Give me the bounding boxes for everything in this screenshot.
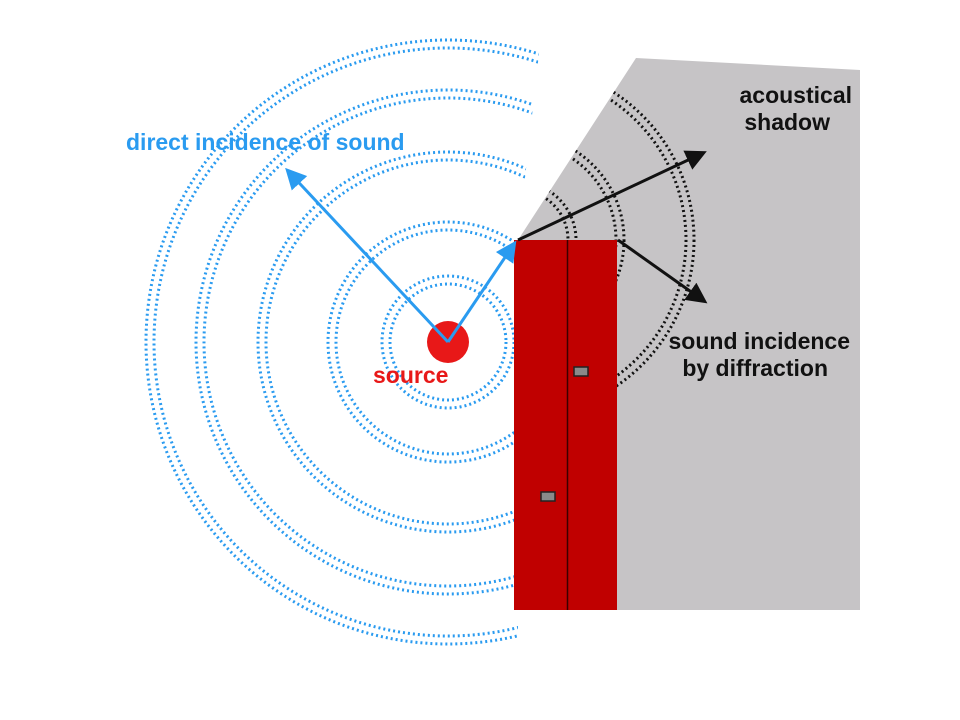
diffraction-label: sound incidence by diffraction xyxy=(669,328,850,382)
wall-panel-right xyxy=(568,240,617,610)
wavefront-ring xyxy=(264,158,545,526)
diffraction-label-line2: by diffraction xyxy=(682,355,828,381)
acoustical-shadow-region xyxy=(518,58,860,610)
acoustical-shadow-label: acoustical shadow xyxy=(740,82,853,136)
diffracted-wave-ring xyxy=(518,70,688,410)
diffraction-label-line1: sound incidence xyxy=(668,328,850,354)
direct-incidence-arrows xyxy=(285,167,517,344)
diffracted-wave-ring xyxy=(518,132,626,348)
wavefront-ring xyxy=(256,150,545,534)
acoustical-shadow-label-line2: shadow xyxy=(744,109,830,135)
wavefront-ring xyxy=(152,46,545,638)
acoustical-shadow-label-line1: acoustical xyxy=(739,82,853,108)
wall-handle-bottom xyxy=(540,491,556,502)
wavefront-ring xyxy=(388,282,508,402)
direct-arrow-upper-left xyxy=(285,167,450,344)
sound-wavefronts xyxy=(144,38,545,646)
wavefront-ring xyxy=(202,96,545,588)
diffraction-arrow-lower xyxy=(617,238,708,304)
wall-handle-top xyxy=(573,366,589,377)
wall-obstacle xyxy=(514,240,617,610)
direct-incidence-label: direct incidence of sound xyxy=(126,129,405,155)
wall-panel-left xyxy=(514,240,568,610)
wavefront-ring xyxy=(194,88,545,596)
diffracted-wave-ring xyxy=(518,62,696,418)
direct-arrow-to-edge xyxy=(446,240,517,343)
source-label: source xyxy=(373,362,449,388)
diffraction-arrows xyxy=(517,150,708,304)
diffraction-arrow-upper xyxy=(517,150,707,242)
wavefront-ring xyxy=(334,228,545,456)
wavefront-ring xyxy=(326,220,545,464)
